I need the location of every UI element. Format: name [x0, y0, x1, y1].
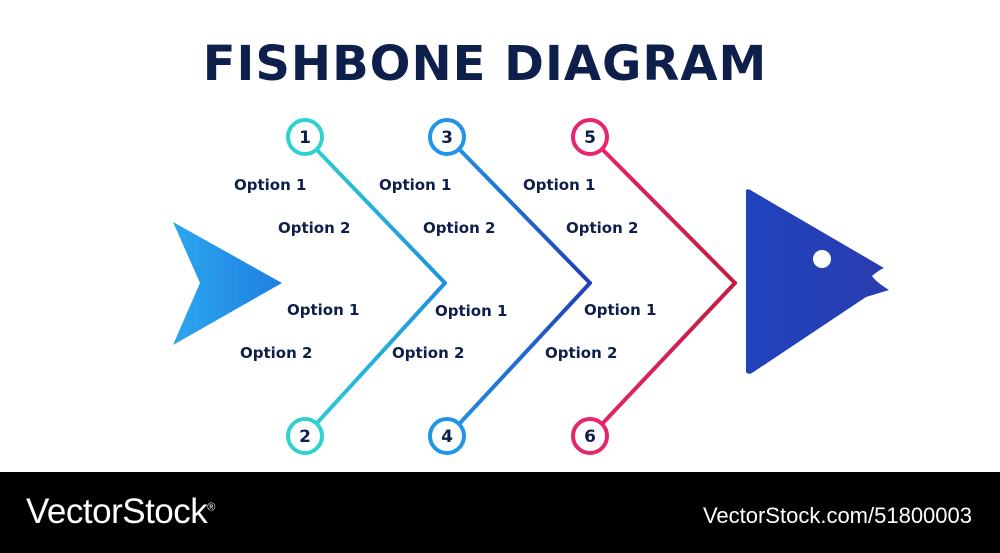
- fish-eye: [813, 250, 831, 268]
- bone-1: [234, 148, 447, 285]
- bone-6-option-2: Option 2: [545, 344, 617, 362]
- image-reference: VectorStock.com/51800003: [702, 503, 972, 528]
- diagram-title: FISHBONE DIAGRAM: [202, 36, 768, 92]
- bone-6: [522, 281, 737, 425]
- bone-6-option-1: Option 1: [584, 301, 656, 319]
- bone-3: [378, 148, 592, 285]
- bone-4: [378, 281, 592, 425]
- bone-2-option-1: Option 1: [287, 301, 359, 319]
- badge-6-number: 6: [584, 427, 596, 447]
- bone-1-option-2: Option 2: [278, 219, 350, 237]
- fishbone-diagram: 1 2 3 4 5 6 Option 1 Option 2 Option 1 O…: [173, 118, 889, 455]
- bone-3-option-1: Option 1: [379, 176, 451, 194]
- watermark-footer: VectorStock® VectorStock.com/51800003: [0, 472, 1000, 553]
- bone-4-option-1: Option 1: [435, 302, 507, 320]
- badge-2-number: 2: [299, 427, 311, 447]
- bone-5: [522, 148, 737, 285]
- badge-3-number: 3: [441, 128, 453, 148]
- fish-head-shape: [746, 189, 889, 374]
- badge-1-number: 1: [299, 128, 311, 148]
- bone-3-option-2: Option 2: [423, 219, 495, 237]
- badge-3: 3: [428, 118, 466, 156]
- bone-2-option-2: Option 2: [240, 344, 312, 362]
- badge-2: 2: [286, 417, 324, 455]
- trademark-mark: ®: [207, 501, 215, 514]
- brand-logo: VectorStock®: [26, 492, 215, 531]
- badge-5-number: 5: [584, 128, 596, 148]
- bone-4-option-2: Option 2: [392, 344, 464, 362]
- bone-1-option-1: Option 1: [234, 176, 306, 194]
- bone-2: [234, 281, 447, 425]
- badge-6: 6: [571, 417, 609, 455]
- bone-5-option-2: Option 2: [566, 219, 638, 237]
- badge-1: 1: [286, 118, 324, 156]
- badge-5: 5: [571, 118, 609, 156]
- bone-5-option-1: Option 1: [523, 176, 595, 194]
- badge-4-number: 4: [441, 427, 453, 447]
- badge-4: 4: [428, 417, 466, 455]
